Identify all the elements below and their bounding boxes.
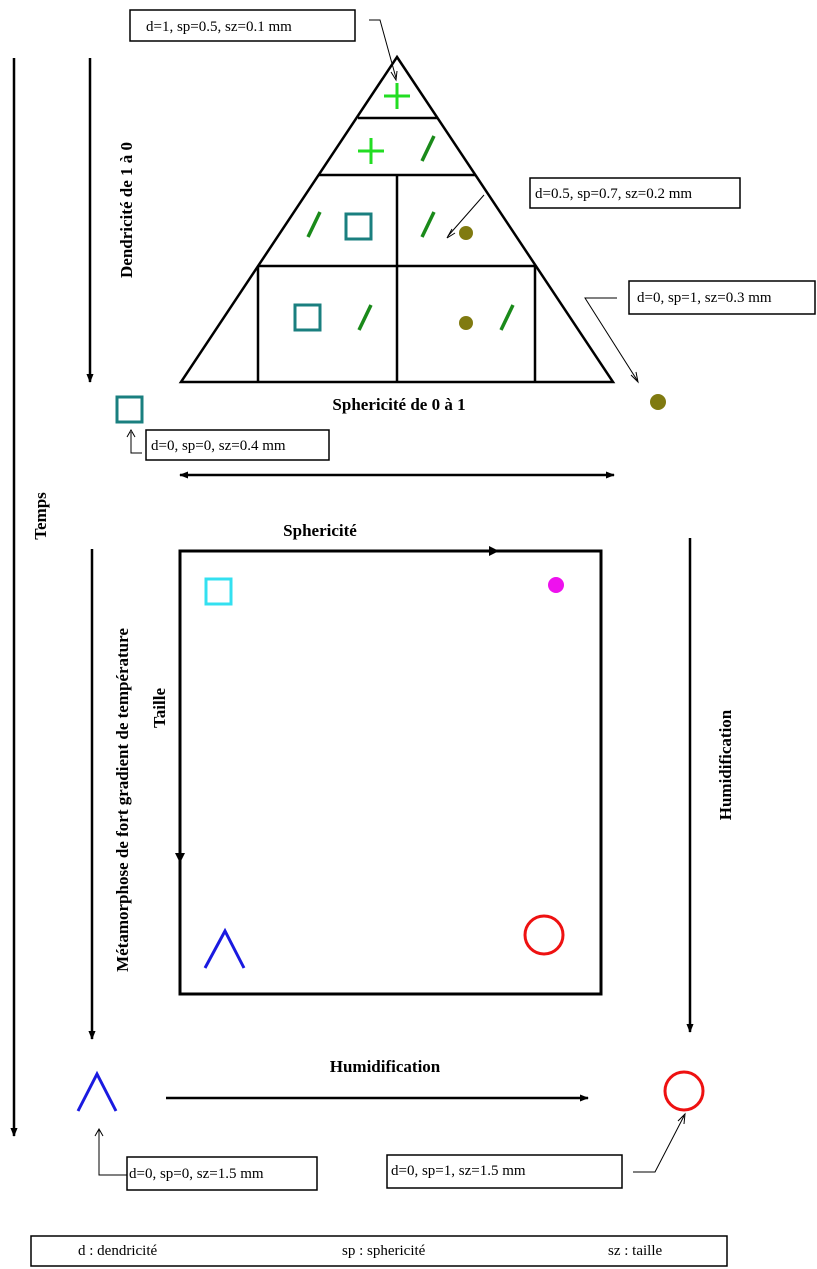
slash-crystal-icon bbox=[420, 135, 436, 162]
melt-grain-icon bbox=[663, 1070, 705, 1112]
depth-hoar-icon bbox=[203, 927, 246, 969]
square-crystal-icon bbox=[293, 303, 322, 332]
humidification-right-label: Humidification bbox=[716, 709, 735, 820]
svg-text:d=0, sp=1, sz=1.5 mm: d=0, sp=1, sz=1.5 mm bbox=[391, 1163, 526, 1179]
sphericity-top-label: Sphericité bbox=[283, 521, 357, 540]
svg-text:d=0, sp=0, sz=1.5 mm: d=0, sp=0, sz=1.5 mm bbox=[129, 1166, 264, 1182]
svg-text:d=0, sp=0, sz=0.4 mm: d=0, sp=0, sz=0.4 mm bbox=[151, 438, 286, 454]
depth-hoar-icon bbox=[76, 1070, 118, 1112]
square-crystal-icon bbox=[204, 577, 233, 606]
plus-crystal-icon bbox=[358, 138, 384, 164]
legend-size: sz : taille bbox=[608, 1243, 662, 1259]
dendricity-label: Dendricité de 1 à 0 bbox=[117, 142, 136, 278]
size-label: Taille bbox=[150, 688, 169, 728]
sphericity-axis-label: Sphericité de 0 à 1 bbox=[332, 395, 465, 414]
callout-top: d=1, sp=0.5, sz=0.1 mm bbox=[129, 9, 398, 82]
callout-bottom-left: d=0, sp=0, sz=1.5 mm bbox=[94, 1127, 318, 1191]
slash-crystal-icon bbox=[306, 211, 322, 238]
round-grain-icon bbox=[459, 316, 473, 330]
round-grain-icon bbox=[650, 394, 666, 410]
round-grain-icon bbox=[548, 577, 564, 593]
legend-sphericity: sp : sphericité bbox=[342, 1243, 426, 1259]
humidification-bottom-label: Humidification bbox=[330, 1057, 441, 1076]
metamorphosis-label: Métamorphose de fort gradient de tempéra… bbox=[113, 628, 132, 972]
callout-bottom-right: d=0, sp=1, sz=1.5 mm bbox=[386, 1112, 686, 1189]
slash-crystal-icon bbox=[357, 304, 373, 331]
svg-text:d=1, sp=0.5, sz=0.1 mm: d=1, sp=0.5, sz=0.1 mm bbox=[146, 19, 292, 35]
plus-crystal-icon bbox=[384, 83, 410, 109]
square-crystal-icon bbox=[344, 212, 373, 241]
callout-mid: d=0.5, sp=0.7, sz=0.2 mm bbox=[446, 177, 741, 239]
svg-text:d=0.5, sp=0.7, sz=0.2 mm: d=0.5, sp=0.7, sz=0.2 mm bbox=[535, 186, 692, 202]
svg-text:d=0, sp=1, sz=0.3 mm: d=0, sp=1, sz=0.3 mm bbox=[637, 290, 772, 306]
classification-pyramid bbox=[178, 54, 616, 384]
legend: d : dendricité sp : sphericité sz : tail… bbox=[30, 1235, 728, 1267]
melt-grain-icon bbox=[523, 914, 565, 956]
round-grain-icon bbox=[459, 226, 473, 240]
square-crystal-icon bbox=[115, 395, 144, 424]
sphericity-size-frame bbox=[178, 549, 603, 996]
slash-crystal-icon bbox=[420, 211, 436, 238]
callout-right: d=0, sp=1, sz=0.3 mm bbox=[584, 280, 816, 384]
slash-crystal-icon bbox=[499, 304, 515, 331]
legend-dendricity: d : dendricité bbox=[78, 1243, 157, 1259]
time-label: Temps bbox=[31, 492, 50, 540]
callout-left: d=0, sp=0, sz=0.4 mm bbox=[126, 428, 330, 461]
